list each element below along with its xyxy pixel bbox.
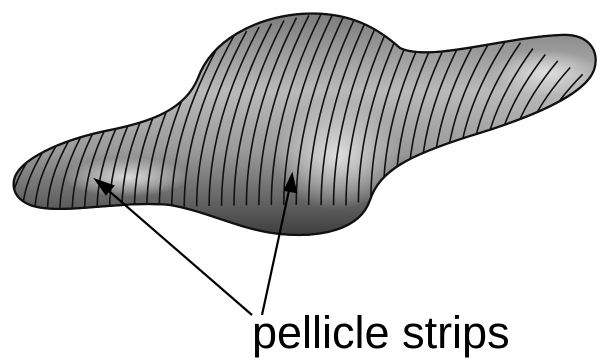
pellicle-strips-label: pellicle strips [252, 310, 510, 355]
pellicle-strip [570, 96, 603, 159]
